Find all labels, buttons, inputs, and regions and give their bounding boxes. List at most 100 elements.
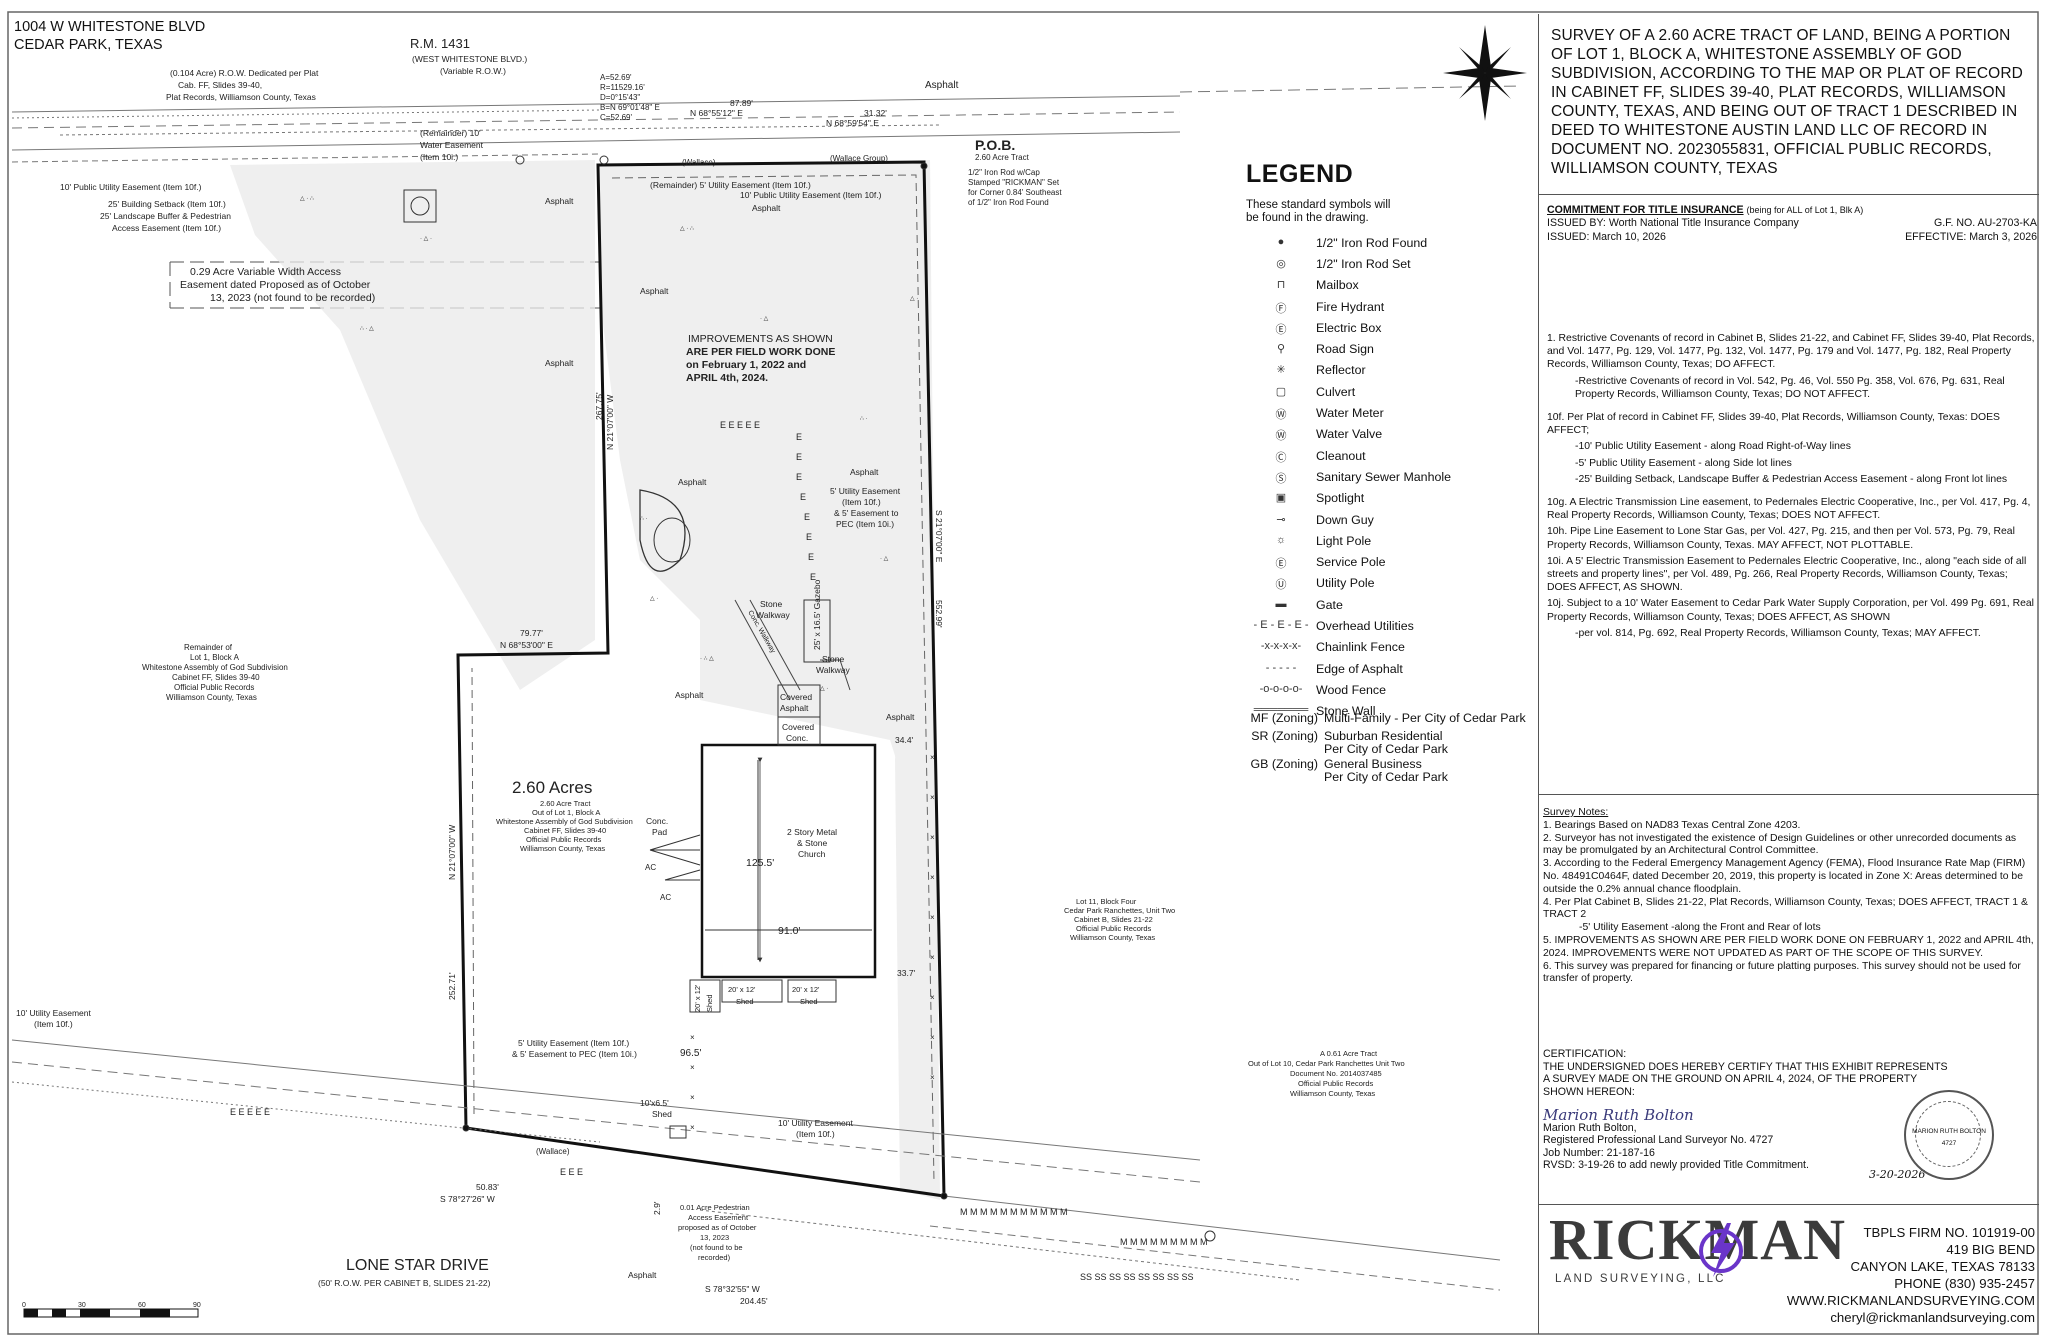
- svg-text:0.29 Acre Variable Width Acces: 0.29 Acre Variable Width Access: [190, 266, 341, 278]
- svg-text:Asphalt: Asphalt: [780, 703, 809, 713]
- svg-text:E E E: E E E: [560, 1167, 583, 1177]
- svg-text:60: 60: [138, 1302, 146, 1309]
- firm-email[interactable]: cheryl@rickmanlandsurveying.com: [1830, 1310, 2035, 1325]
- legend-intro-line: be found in the drawing.: [1246, 212, 1369, 224]
- svg-text:(Wallace): (Wallace): [682, 158, 716, 167]
- svg-text:Official Public Records: Official Public Records: [1298, 1079, 1374, 1088]
- legend-item: - - - - -Edge of Asphalt: [1246, 658, 1546, 679]
- survey-notes: Survey Notes: 1. Bearings Based on NAD83…: [1543, 807, 2037, 986]
- svg-text:Asphalt: Asphalt: [886, 712, 915, 722]
- svg-text:E: E: [796, 432, 802, 442]
- svg-text:(Wallace Group): (Wallace Group): [830, 154, 888, 163]
- legend-symbol-icon: Ⓦ: [1275, 409, 1287, 422]
- svg-text:552.99': 552.99': [934, 600, 944, 628]
- svg-text:Access Easement (Item 10f.): Access Easement (Item 10f.): [112, 223, 221, 233]
- svg-text:PEC (Item 10i.): PEC (Item 10i.): [836, 519, 894, 529]
- legend-label: Sanitary Sewer Manhole: [1316, 469, 1451, 484]
- svg-text:∴ ·: ∴ ·: [640, 516, 647, 522]
- job-number: Job Number: 21-187-16: [1543, 1146, 1655, 1159]
- svg-text:252.71': 252.71': [447, 972, 457, 1000]
- issued-date: ISSUED: March 10, 2026: [1547, 230, 1666, 243]
- survey-title: SURVEY OF A 2.60 ACRE TRACT OF LAND, BEI…: [1551, 27, 2023, 177]
- firm-phone: PHONE (830) 935-2457: [1894, 1276, 2035, 1291]
- svg-text:(not found to be: (not found to be: [690, 1243, 743, 1252]
- svg-text:0: 0: [22, 1302, 26, 1309]
- svg-text:2.9': 2.9': [652, 1201, 662, 1215]
- svg-text:13, 2023 (not found to be reco: 13, 2023 (not found to be recorded): [210, 292, 375, 304]
- legend-symbol-icon: ✳: [1276, 364, 1286, 377]
- svg-text:· △: · △: [760, 316, 769, 322]
- legend-symbol-icon: Ⓢ: [1275, 472, 1287, 485]
- commitment-heading: COMMITMENT FOR TITLE INSURANCE: [1547, 204, 1744, 216]
- svg-text:204.45': 204.45': [740, 1296, 768, 1306]
- survey-note: 1. Bearings Based on NAD83 Texas Central…: [1543, 819, 1801, 831]
- svg-text:· △ ·: · △ ·: [420, 236, 432, 242]
- svg-text:E: E: [796, 472, 802, 482]
- certification: CERTIFICATION: THE UNDERSIGNED DOES HERE…: [1543, 1048, 2037, 1098]
- zone-desc-line: Multi-Family - Per City of Cedar Park: [1324, 711, 1526, 725]
- survey-note: 5. IMPROVEMENTS AS SHOWN ARE PER FIELD W…: [1543, 934, 2034, 959]
- svg-text:Cedar Park Ranchettes, Unit Tw: Cedar Park Ranchettes, Unit Two: [1064, 906, 1175, 915]
- firm-street: 419 BIG BEND: [1946, 1242, 2035, 1257]
- svg-text:M M M M M M M M M: M M M M M M M M M: [1120, 1237, 1207, 1247]
- issued-by: ISSUED BY: Worth National Title Insuranc…: [1547, 217, 1799, 230]
- legend-label: Electric Box: [1316, 320, 1382, 335]
- chainlink-fence-marks: ××× ××× ××× ××× ×: [690, 753, 935, 1132]
- svg-text:C=52.69': C=52.69': [600, 113, 632, 122]
- commitment-item: 10j. Subject to a 10' Water Easement to …: [1547, 598, 2034, 623]
- svg-text:E: E: [810, 572, 816, 582]
- svg-text:E: E: [804, 512, 810, 522]
- surveyor-seal-icon: MARION RUTH BOLTON 4727: [1904, 1090, 1994, 1180]
- legend-item: ═══════Stone Wall: [1246, 701, 1546, 722]
- svg-text:Asphalt: Asphalt: [628, 1270, 657, 1280]
- survey-note: -5' Utility Easement -along the Front an…: [1579, 922, 1821, 934]
- svg-text:Asphalt: Asphalt: [545, 196, 574, 206]
- survey-notes-heading: Survey Notes:: [1543, 807, 1609, 818]
- svg-text:10' Utility Easement: 10' Utility Easement: [16, 1008, 91, 1018]
- svg-text:Walkway: Walkway: [816, 665, 850, 675]
- svg-text:25' Landscape Buffer & Pedestr: 25' Landscape Buffer & Pedestrian: [100, 211, 231, 221]
- rm1431-road-lines: [11, 85, 1521, 163]
- legend-symbol-icon: Ⓔ: [1275, 558, 1287, 571]
- survey-note: 2. Surveyor has not investigated the exi…: [1543, 832, 2017, 857]
- legend-label: Water Valve: [1316, 427, 1383, 442]
- svg-text:E E E E E: E E E E E: [230, 1107, 270, 1117]
- svg-text:N 68°59'54" E: N 68°59'54" E: [826, 118, 879, 128]
- firm-website[interactable]: WWW.RICKMANLANDSURVEYING.COM: [1786, 1293, 2035, 1308]
- svg-text:Whitestone Assembly of God Sub: Whitestone Assembly of God Subdivision: [142, 663, 288, 672]
- firm-number: TBPLS FIRM NO. 101919-00: [1863, 1225, 2035, 1240]
- svg-text:for Corner 0.84' Southeast: for Corner 0.84' Southeast: [968, 188, 1062, 197]
- zone-desc-line: Suburban Residential: [1324, 729, 1443, 743]
- zone-mf: MF (Zoning) Multi-Family - Per City of C…: [1246, 712, 1546, 725]
- overhead-utility-marks: E E E E E EEE EEE EE E E E E E E E E M M…: [230, 420, 1207, 1282]
- address-line-1: 1004 W WHITESTONE BLVD: [14, 19, 206, 35]
- svg-text:87.89': 87.89': [730, 98, 753, 108]
- svg-text:Asphalt: Asphalt: [678, 477, 707, 487]
- legend-symbol-icon: ⚲: [1276, 343, 1286, 356]
- svg-text:∴ · △: ∴ · △: [360, 326, 374, 332]
- legend-item: ◎1/2" Iron Rod Set: [1246, 253, 1546, 274]
- legend-item: ▬Gate: [1246, 594, 1546, 615]
- zone-sr: SR (Zoning) Suburban Residential Per Cit…: [1246, 730, 1546, 756]
- svg-text:(Item 10i.): (Item 10i.): [420, 152, 458, 162]
- svg-text:IMPROVEMENTS AS SHOWN: IMPROVEMENTS AS SHOWN: [688, 333, 833, 345]
- legend-label: Edge of Asphalt: [1316, 661, 1403, 676]
- firm-contact: TBPLS FIRM NO. 101919-00 419 BIG BEND CA…: [1719, 1224, 2035, 1326]
- svg-text:30: 30: [78, 1302, 86, 1309]
- svg-text:(Item 10f.): (Item 10f.): [842, 497, 881, 507]
- svg-text:10' Public Utility Easement (I: 10' Public Utility Easement (Item 10f.): [740, 190, 882, 200]
- legend-symbol-icon: ▣: [1275, 492, 1287, 505]
- svg-text:Out of Lot 1, Block A: Out of Lot 1, Block A: [532, 808, 600, 817]
- legend-item: ☼Light Pole: [1246, 530, 1546, 551]
- lightning-bolt-icon: [1699, 1223, 1743, 1277]
- zone-desc-line: General Business: [1324, 757, 1422, 771]
- svg-text:A=52.69': A=52.69': [600, 73, 632, 82]
- survey-note: 4. Per Plat Cabinet B, Slides 21-22, Pla…: [1543, 896, 2028, 921]
- legend-symbol-icon: ☼: [1275, 533, 1287, 546]
- zone-code: SR (Zoning): [1251, 729, 1318, 743]
- svg-text:25' x 16.5' Gazebo: 25' x 16.5' Gazebo: [812, 579, 822, 650]
